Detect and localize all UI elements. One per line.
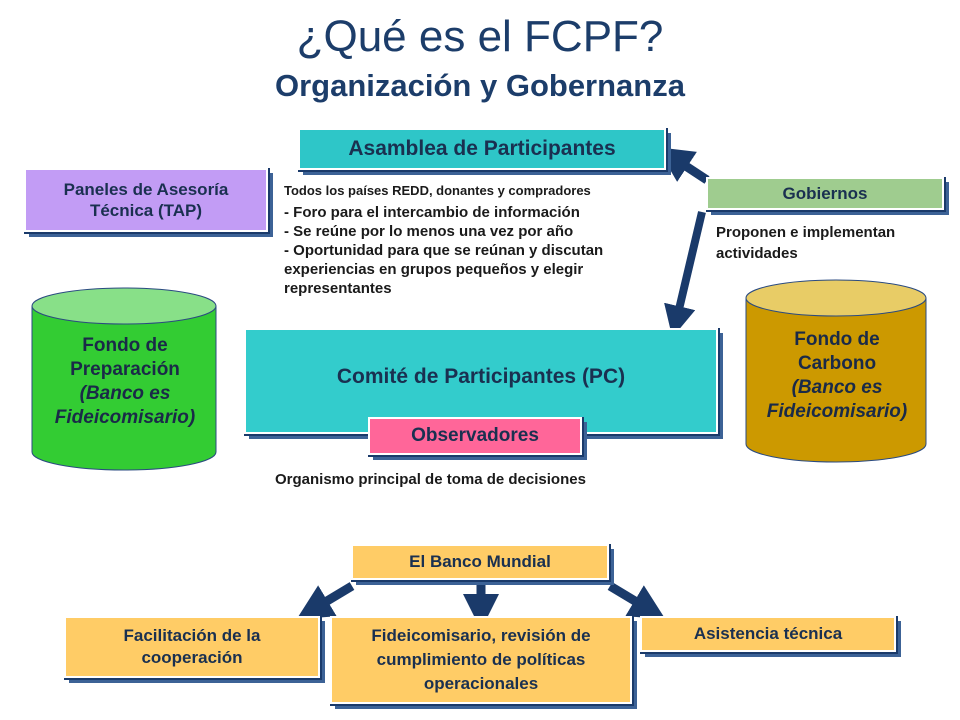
fondo-carbono-line2: Carbono <box>797 353 877 374</box>
fondo-preparacion-cylinder <box>31 287 217 471</box>
fondo-preparacion-line4: Fideicomisario) <box>54 407 196 428</box>
gobiernos-to-comite-arrow <box>664 211 706 338</box>
comite-note: Organismo principal de toma de decisione… <box>275 471 586 489</box>
asamblea-note-line4: - Oportunidad para que se reúnan y discu… <box>284 242 604 259</box>
gobiernos-label: Gobiernos <box>782 183 868 203</box>
gobiernos-note: Proponen e implementan actividades <box>716 222 895 264</box>
asistencia-box: Asistencia técnica <box>640 616 896 652</box>
facilitacion-box: Facilitación de la cooperación <box>64 616 320 678</box>
banco-mundial-box: El Banco Mundial <box>351 544 609 580</box>
fondo-carbono-line3: (Banco es <box>791 377 883 398</box>
comite-note-text: Organismo principal de toma de decisione… <box>275 471 586 488</box>
page-subtitle: Organización y Gobernanza <box>275 68 685 103</box>
banco-to-asistencia-arrow <box>607 582 666 620</box>
fideicomisario-line2: cumplimiento de políticas <box>376 650 586 669</box>
asamblea-box: Asamblea de Participantes <box>298 128 666 170</box>
asamblea-label: Asamblea de Participantes <box>348 137 616 160</box>
paneles-box: Paneles de Asesoría Técnica (TAP) <box>24 168 268 232</box>
gobiernos-to-asamblea-arrow <box>656 147 710 184</box>
gobiernos-box: Gobiernos <box>706 177 944 210</box>
fideicomisario-box: Fideicomisario, revisión de cumplimiento… <box>330 616 632 704</box>
fondo-preparacion-line3: (Banco es <box>79 383 171 404</box>
facilitacion-line1: Facilitación de la <box>123 626 261 645</box>
asamblea-notes: Todos los países REDD, donantes y compra… <box>284 183 591 199</box>
fondo-preparacion-line2: Preparación <box>70 359 180 380</box>
fondo-preparacion-label: Fondo de Preparación (Banco es Fideicomi… <box>30 334 220 430</box>
observadores-label: Observadores <box>411 425 539 446</box>
asamblea-note-line3: - Se reúne por lo menos una vez por año <box>284 223 574 240</box>
banco-to-facilitacion-arrow <box>296 582 355 620</box>
comite-label: Comité de Participantes (PC) <box>336 365 626 388</box>
banco-mundial-label: El Banco Mundial <box>409 552 551 571</box>
fondo-carbono-cylinder <box>745 279 927 463</box>
fideicomisario-line1: Fideicomisario, revisión de <box>371 626 591 645</box>
paneles-label-line1: Paneles de Asesoría <box>63 180 229 199</box>
paneles-label-line2: Técnica (TAP) <box>89 201 203 220</box>
asamblea-note-line6: representantes <box>284 280 392 297</box>
fondo-carbono-line1: Fondo de <box>794 329 880 350</box>
gobiernos-note-line2: actividades <box>716 245 798 262</box>
fondo-carbono-label: Fondo de Carbono (Banco es Fideicomisari… <box>744 328 930 424</box>
page-title: ¿Qué es el FCPF? <box>296 12 664 61</box>
asistencia-label: Asistencia técnica <box>693 624 843 643</box>
fondo-carbono-line4: Fideicomisario) <box>766 401 908 422</box>
fondo-preparacion-line1: Fondo de <box>82 335 168 356</box>
observadores-box: Observadores <box>368 417 582 455</box>
fideicomisario-line3: operacionales <box>423 674 539 693</box>
asamblea-notes-list: - Foro para el intercambio de informació… <box>284 203 603 298</box>
asamblea-note-line1: Todos los países REDD, donantes y compra… <box>284 183 591 198</box>
asamblea-note-line2: - Foro para el intercambio de informació… <box>284 204 580 221</box>
facilitacion-line2: cooperación <box>141 648 243 667</box>
gobiernos-note-line1: Proponen e implementan <box>716 224 896 241</box>
asamblea-note-line5: experiencias en grupos pequeños y elegir <box>284 261 584 278</box>
